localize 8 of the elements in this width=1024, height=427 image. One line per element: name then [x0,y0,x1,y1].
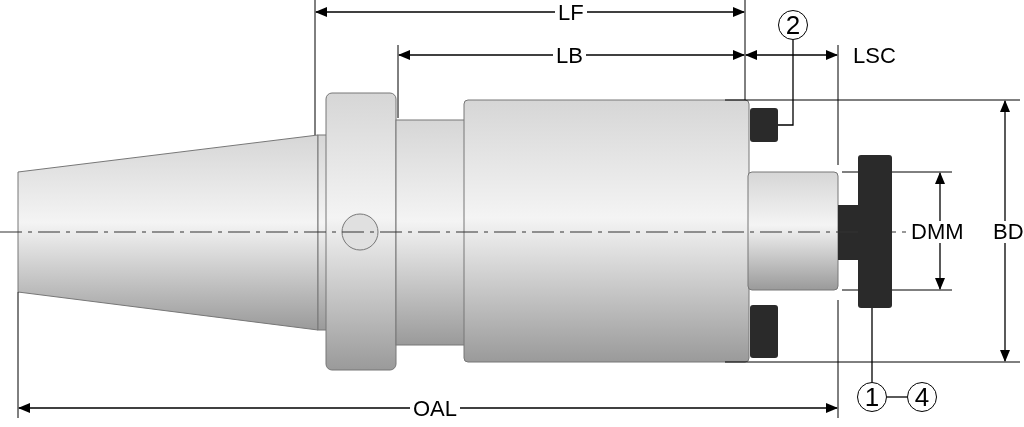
leader-line [871,307,873,383]
drive-key [750,108,778,142]
callout-number: 4 [907,382,937,412]
cutter-part [858,155,892,308]
callout-number: 2 [778,10,808,40]
callout-number: 1 [857,382,887,412]
leader-line [777,39,794,126]
leader-line [886,396,908,398]
